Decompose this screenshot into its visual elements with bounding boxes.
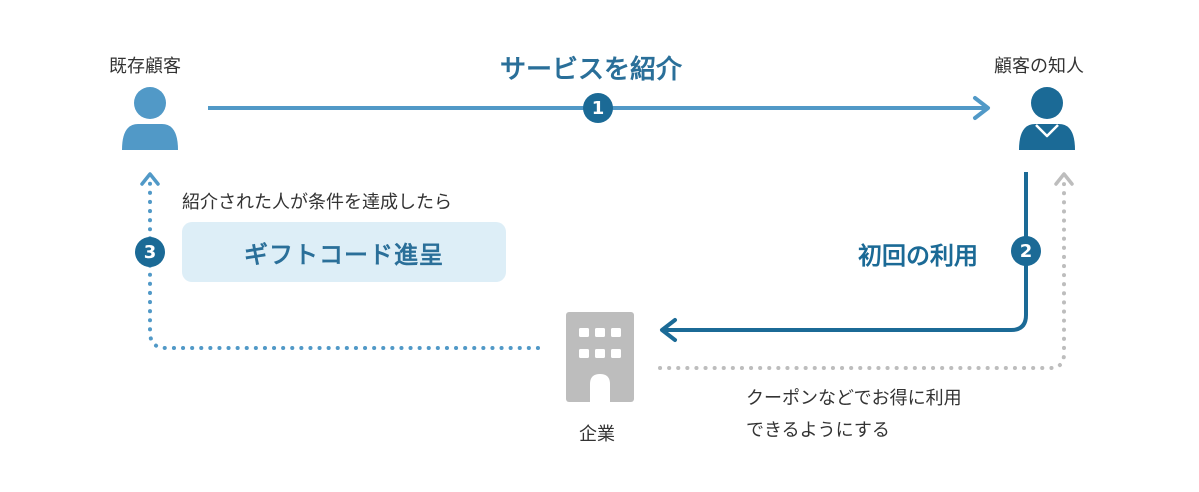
building-icon bbox=[566, 312, 634, 402]
existing-customer-label: 既存顧客 bbox=[109, 56, 181, 77]
step2-title: 初回の利用 bbox=[858, 242, 978, 270]
coupon-note-line1: クーポンなどでお得に利用 bbox=[746, 388, 962, 409]
arrow-coupon bbox=[658, 172, 1074, 370]
step1-title: サービスを紹介 bbox=[500, 55, 683, 85]
step2-badge: 2 bbox=[1011, 236, 1041, 266]
acquaintance-icon bbox=[1019, 87, 1075, 150]
acquaintance-label: 顧客の知人 bbox=[994, 56, 1084, 77]
step1-badge: 1 bbox=[583, 93, 613, 123]
company-label: 企業 bbox=[579, 424, 615, 445]
reward-box: ギフトコード進呈 bbox=[182, 222, 506, 282]
step3-condition: 紹介された人が条件を達成したら bbox=[182, 192, 452, 213]
arrow-step3 bbox=[140, 172, 540, 350]
arrow-step2 bbox=[660, 172, 1028, 342]
step3-badge: 3 bbox=[135, 237, 165, 267]
existing-customer-icon bbox=[122, 87, 178, 150]
coupon-note-line2: できるようにする bbox=[746, 420, 890, 441]
reward-text: ギフトコード進呈 bbox=[244, 240, 444, 269]
